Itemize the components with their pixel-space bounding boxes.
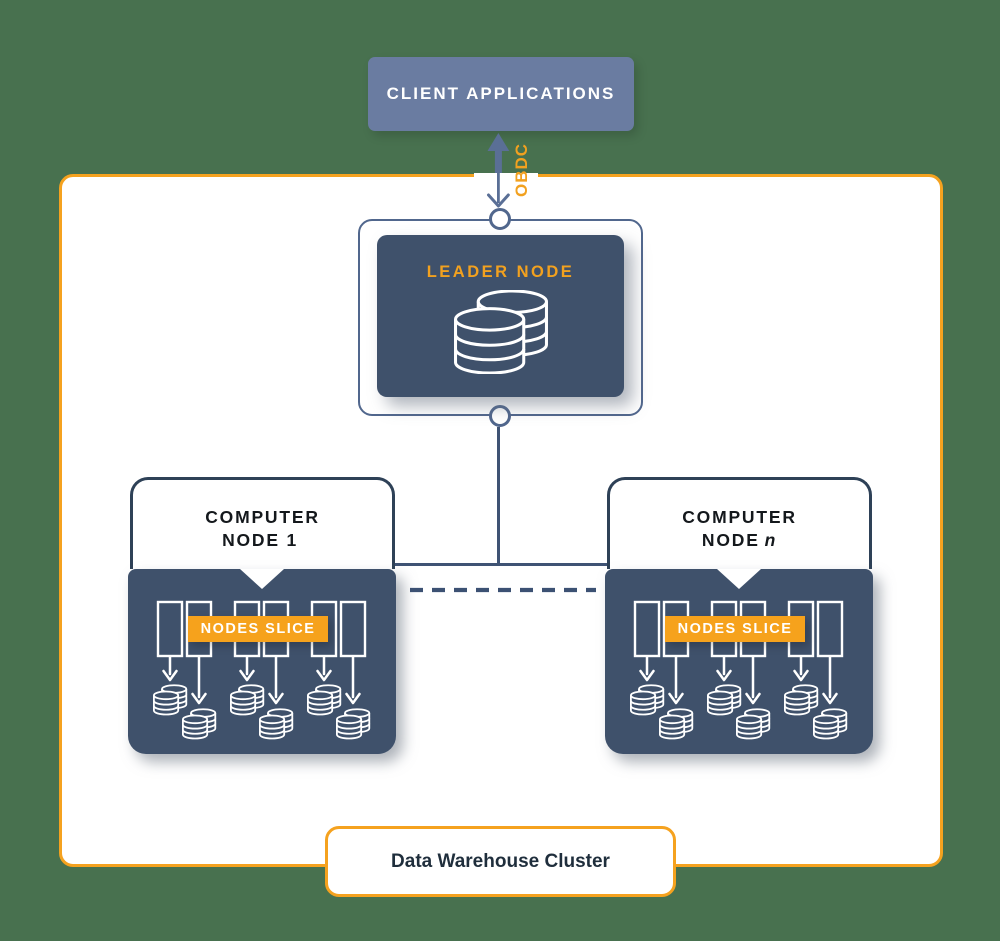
- leader-node-box: LEADER NODE: [377, 235, 624, 397]
- compute-node-1-body: NODES SLICE: [128, 569, 396, 754]
- border-gap: [474, 173, 538, 178]
- node-slices-icon: [128, 569, 396, 754]
- connection-point-bottom: [489, 405, 511, 427]
- compute-node-n-title-suffix: n: [764, 530, 778, 551]
- nodes-horizontal-connector-line: [394, 563, 607, 566]
- client-applications-box: CLIENT APPLICATIONS: [368, 57, 634, 131]
- connection-point-top: [489, 208, 511, 230]
- compute-node-n-title-line2: NODE: [701, 530, 760, 551]
- data-warehouse-cluster-text: Data Warehouse Cluster: [391, 850, 610, 872]
- compute-node-n-title-line1: COMPUTER: [682, 507, 797, 527]
- compute-node-1-header: COMPUTER NODE 1: [130, 477, 395, 569]
- dashed-link-line: [410, 587, 596, 593]
- nodes-slice-banner: NODES SLICE: [665, 616, 805, 642]
- notch-triangle: [240, 569, 284, 589]
- client-connection-arrow-icon: [487, 133, 510, 208]
- compute-node-1-title-line2: NODE 1: [222, 530, 299, 551]
- client-applications-label: CLIENT APPLICATIONS: [386, 84, 616, 103]
- notch-triangle: [717, 569, 761, 589]
- node-slices-icon: [605, 569, 873, 754]
- odbc-label: OBDC: [512, 142, 531, 198]
- database-stack-icon: [453, 290, 549, 374]
- leader-node-title: LEADER NODE: [426, 263, 575, 281]
- data-warehouse-cluster-label: Data Warehouse Cluster: [325, 826, 676, 897]
- nodes-slice-banner: NODES SLICE: [188, 616, 328, 642]
- leader-to-nodes-vertical-line: [497, 427, 500, 564]
- compute-node-n-body: NODES SLICE: [605, 569, 873, 754]
- compute-node-1-title-line1: COMPUTER: [205, 507, 320, 527]
